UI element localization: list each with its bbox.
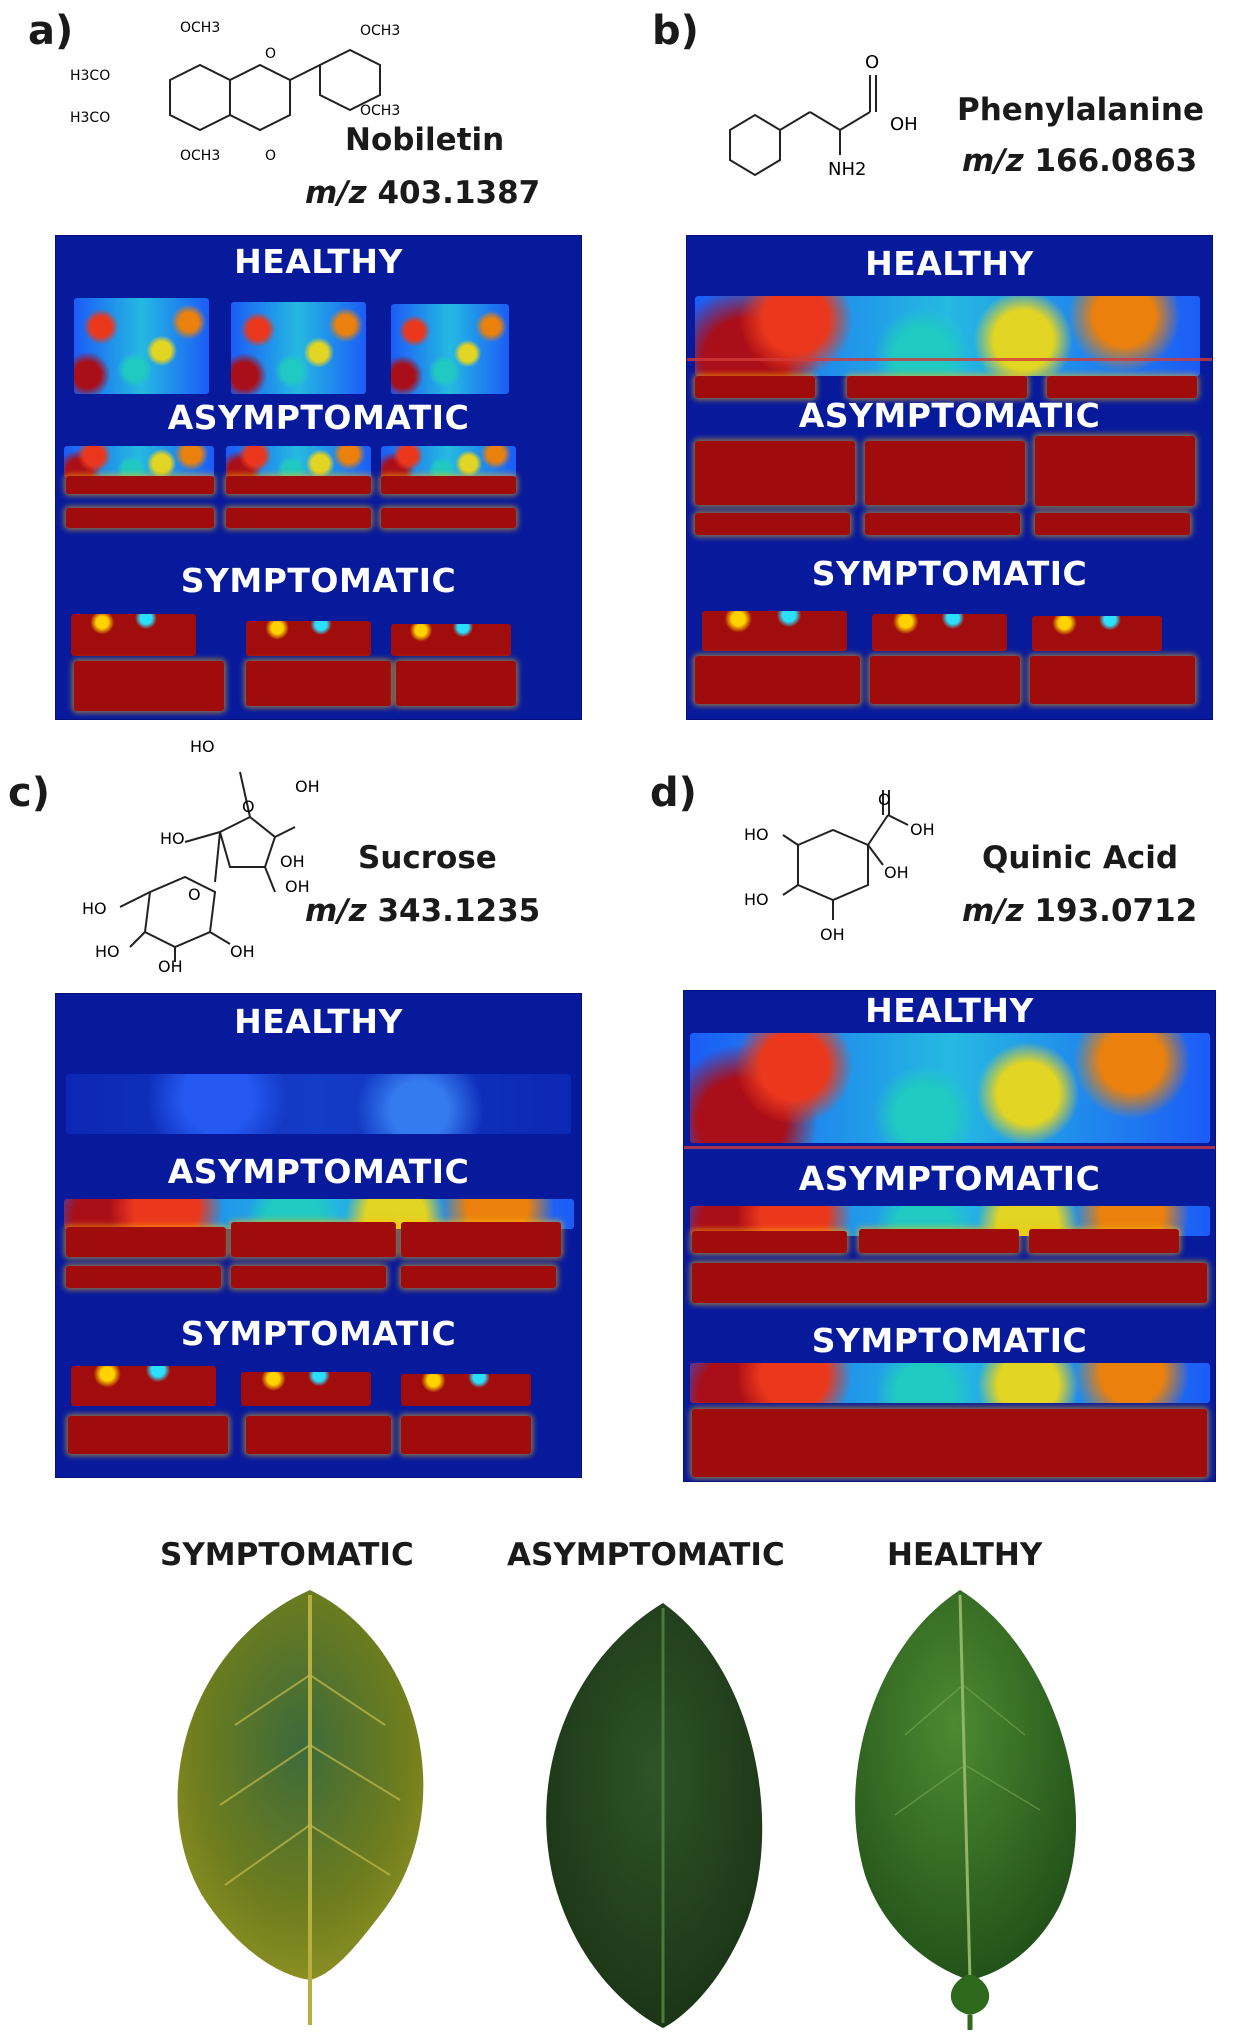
compound-mz-phenylalanine: m/z 166.0863 [962,143,1198,179]
compound-name-phenylalanine: Phenylalanine [957,92,1204,128]
panel-c-letter: c) [8,770,50,816]
label-h3co-1: H3CO [70,68,110,84]
msi-label-symptomatic: SYMPTOMATIC [180,1314,457,1353]
msi-label-healthy: HEALTHY [234,1002,403,1041]
label-o-keto: O [265,148,276,164]
label-oh-3: OH [230,942,255,961]
leaf-asymptomatic-image [546,1603,763,2028]
msi-image-sucrose: HEALTHY ASYMPTOMATIC SYMPTOMATIC [55,993,582,1478]
compound-name-sucrose: Sucrose [358,840,497,876]
leaf-label-healthy: HEALTHY [887,1537,1043,1573]
phenylalanine-structure: O OH NH2 [729,52,918,180]
msi-label-asymptomatic: ASYMPTOMATIC [798,1159,1101,1198]
msi-label-symptomatic: SYMPTOMATIC [811,1321,1088,1360]
label-och3-ring: OCH3 [360,23,400,39]
label-o-ring: O [265,46,276,62]
sucrose-structure: HO OH HO OH O HO O HO OH OH OH [82,737,320,972]
panel-b-letter: b) [652,8,699,54]
label-ho-2: HO [744,890,769,909]
compound-mz-quinic-acid: m/z 193.0712 [962,893,1198,929]
compound-name-nobiletin: Nobiletin [345,122,505,158]
label-o-ring: O [242,797,255,816]
msi-label-healthy: HEALTHY [234,242,403,281]
leaf-label-asymptomatic: ASYMPTOMATIC [507,1537,785,1573]
compound-mz-nobiletin: m/z 403.1387 [305,175,541,211]
label-nh2: NH2 [828,159,866,180]
label-oh-5: OH [285,877,310,896]
label-oh-1: OH [884,863,909,882]
msi-image-nobiletin: HEALTHY ASYMPTOMATIC SYMPTOMATIC [55,235,582,720]
label-oh: OH [890,114,918,135]
label-och3-ring2: OCH3 [360,103,400,119]
compound-mz-sucrose: m/z 343.1235 [305,893,541,929]
label-ho-3: HO [82,899,107,918]
leaf-label-symptomatic: SYMPTOMATIC [160,1537,414,1573]
label-o: O [878,790,891,809]
msi-label-asymptomatic: ASYMPTOMATIC [798,396,1101,435]
msi-image-quinic-acid: HEALTHY ASYMPTOMATIC SYMPTOMATIC [683,990,1216,1482]
leaf-symptomatic-image [177,1590,424,2025]
label-ho-top: HO [190,737,215,756]
msi-label-healthy: HEALTHY [865,244,1034,283]
label-oh-acid: OH [910,820,935,839]
label-ho-2: HO [160,829,185,848]
msi-label-symptomatic: SYMPTOMATIC [180,561,457,600]
compound-name-quinic-acid: Quinic Acid [982,840,1179,876]
label-oh-2: OH [280,852,305,871]
label-ho-1: HO [744,825,769,844]
msi-image-phenylalanine: HEALTHY ASYMPTOMATIC SYMPTOMATIC [686,235,1213,720]
label-o-glyco: O [188,885,201,904]
leaf-healthy-image [855,1590,1077,2030]
nobiletin-structure: OCH3 OCH3 H3CO H3CO OCH3 OCH3 O O [70,20,400,164]
panel-d-letter: d) [650,770,697,816]
label-oh-1: OH [295,777,320,796]
label-oh-4: OH [158,957,183,972]
label-o: O [865,52,879,73]
msi-label-asymptomatic: ASYMPTOMATIC [167,1152,470,1191]
label-ho-4: HO [95,942,120,961]
panel-a-letter: a) [28,8,74,54]
quinic-acid-structure: O OH HO OH HO OH [744,790,935,944]
msi-label-healthy: HEALTHY [865,991,1034,1030]
msi-label-symptomatic: SYMPTOMATIC [811,554,1088,593]
label-och3-top: OCH3 [180,20,220,36]
msi-label-asymptomatic: ASYMPTOMATIC [167,398,470,437]
label-oh-2: OH [820,925,845,944]
label-och3-bottom: OCH3 [180,148,220,164]
label-h3co-2: H3CO [70,110,110,126]
